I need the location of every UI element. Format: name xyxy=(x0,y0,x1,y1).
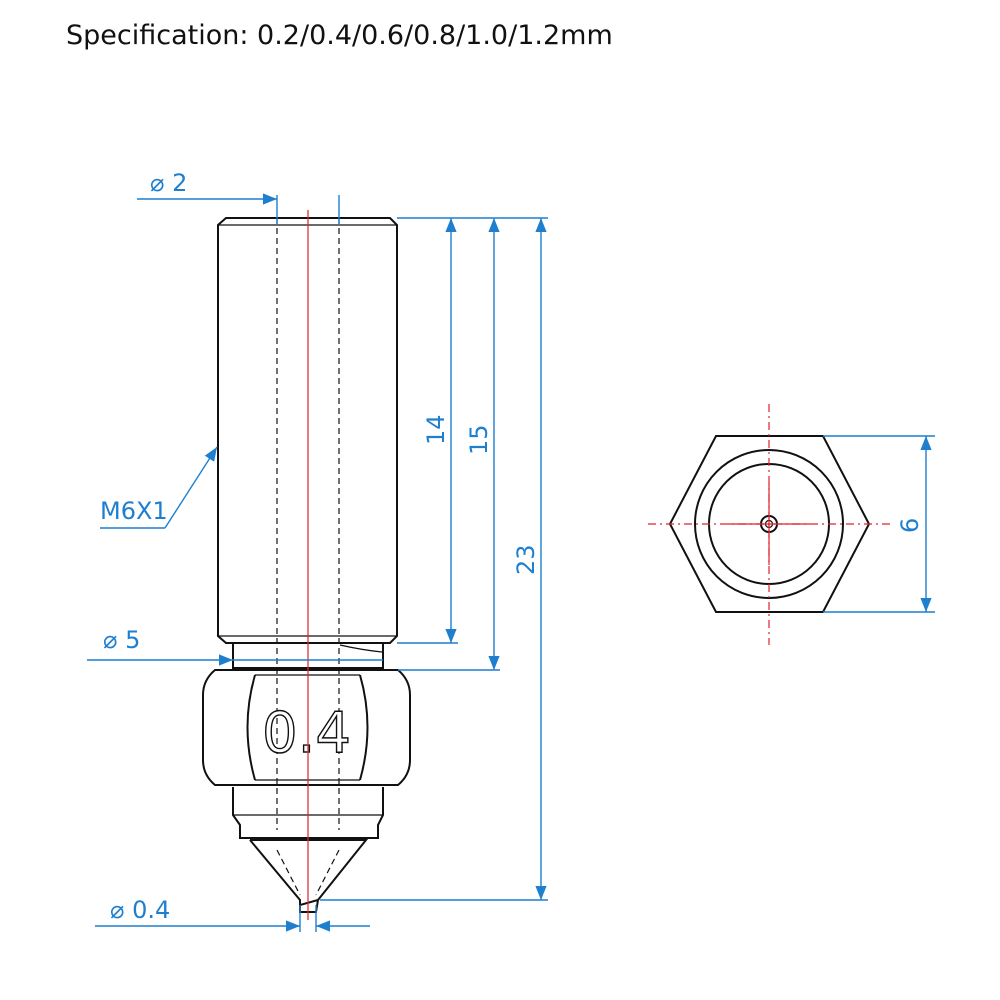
thread-body xyxy=(217,217,398,644)
nozzle-size-mark: 0.4 xyxy=(262,701,351,766)
tip-diameter-label: ⌀ 0.4 xyxy=(110,896,170,924)
side-dimensions: ⌀ 2 M6X1 ⌀ 5 ⌀ 0.4 14 15 23 xyxy=(87,169,548,932)
tip-hidden-right xyxy=(315,849,340,896)
specification-title: Specification: 0.2/0.4/0.6/0.8/1.0/1.2mm xyxy=(66,20,613,51)
shoulder-diameter-label: ⌀ 5 xyxy=(103,626,140,654)
length-thread-label: 14 xyxy=(422,414,450,445)
thread-label: M6X1 xyxy=(100,497,168,525)
length-shoulder-label: 15 xyxy=(465,424,493,455)
end-dimensions: 6 xyxy=(823,435,935,613)
length-total-label: 23 xyxy=(512,544,540,575)
hex-face-right xyxy=(359,674,369,781)
tip-hidden-left xyxy=(276,849,301,896)
bore-diameter-label: ⌀ 2 xyxy=(150,169,187,197)
collar xyxy=(232,787,384,839)
side-view: 0.4 xyxy=(202,210,411,920)
thread-leader xyxy=(164,446,218,529)
hex-size-label: 6 xyxy=(896,518,924,533)
thread-runout xyxy=(339,644,383,653)
hex-face-left xyxy=(246,674,256,781)
hex-nut xyxy=(202,669,411,786)
end-view xyxy=(648,404,890,645)
